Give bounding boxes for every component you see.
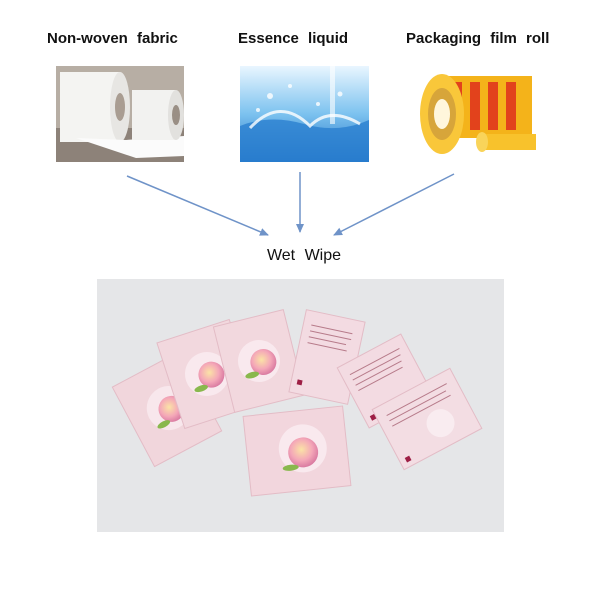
essence-liquid-image	[240, 66, 369, 162]
packaging-film-roll-label: Packaging film roll	[406, 30, 550, 47]
non-woven-fabric-image	[56, 66, 184, 162]
arrow-film-to-wipe	[333, 173, 455, 236]
arrow-fabric-to-wipe	[126, 175, 269, 236]
wet-wipe-image	[97, 279, 504, 532]
wet-wipe-label: Wet Wipe	[266, 247, 342, 264]
packaging-film-roll-image	[412, 66, 540, 162]
non-woven-fabric-label: Non-woven fabric	[47, 30, 178, 47]
essence-liquid-label: Essence liquid	[238, 30, 349, 47]
